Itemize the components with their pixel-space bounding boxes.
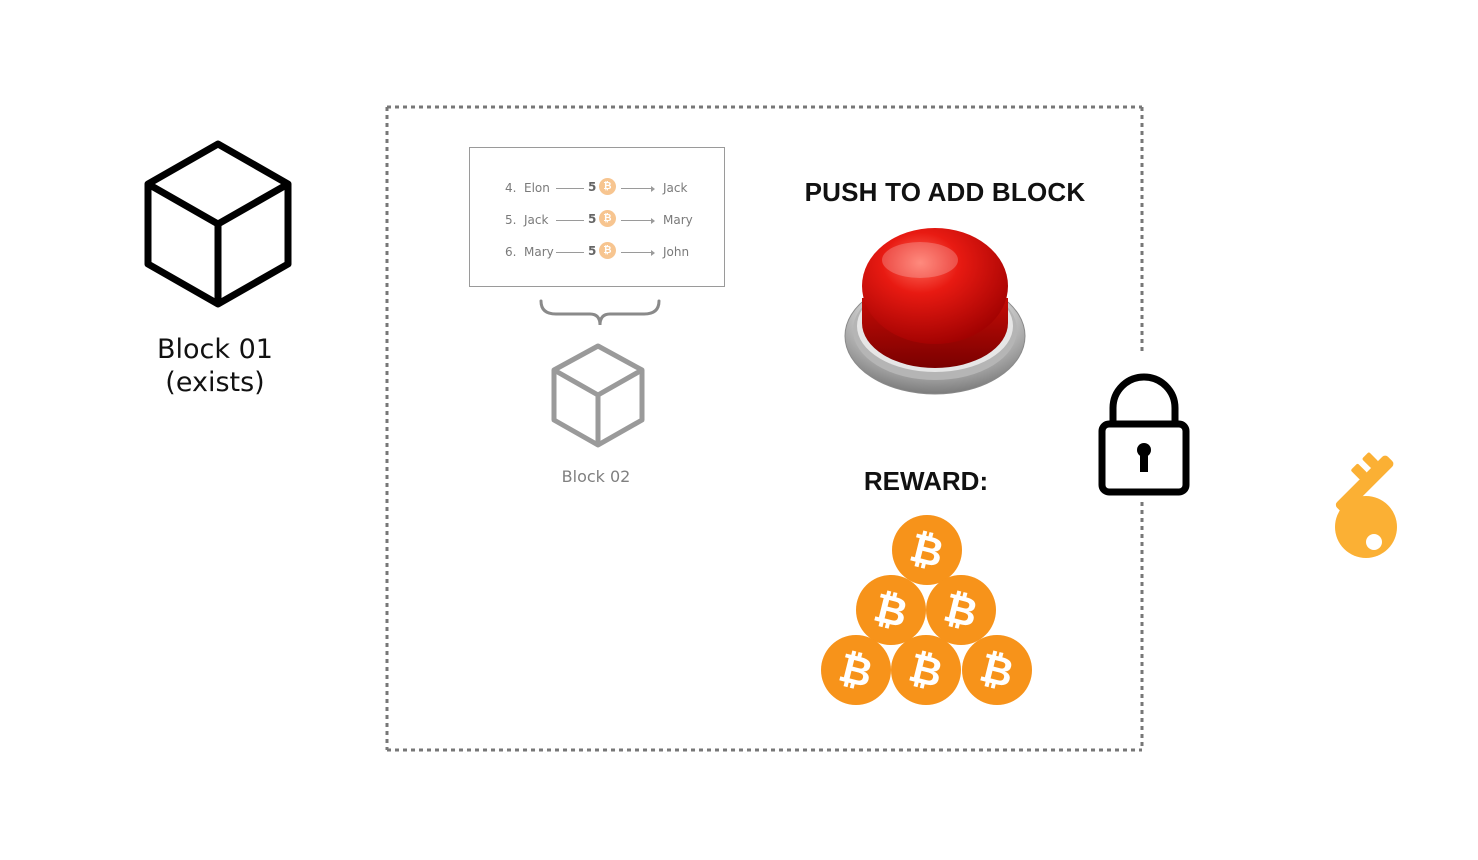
arrow-right-icon (651, 185, 655, 192)
tx-line (621, 252, 651, 253)
tx-recipient: Jack (663, 181, 688, 195)
padlock-icon (1098, 373, 1190, 496)
block01-title: Block 01 (157, 334, 273, 365)
block02-cube-icon (551, 343, 645, 448)
red-push-button-icon[interactable] (840, 218, 1030, 400)
key-icon[interactable] (1280, 445, 1404, 569)
transaction-row: 4. Elon 5 ₿ Jack (470, 177, 726, 201)
tx-amount: 5 (588, 212, 597, 226)
bitcoin-coin-icon: ₿ (599, 242, 616, 259)
block01-cube-icon (144, 140, 292, 308)
tx-line (621, 220, 651, 221)
tx-line (621, 188, 651, 189)
tx-line (556, 220, 584, 221)
bitcoin-reward-pile: ₿ (821, 515, 1032, 705)
tx-sender: Jack (524, 213, 549, 227)
tx-amount: 5 (588, 180, 597, 194)
tx-sender: Mary (524, 245, 554, 259)
tx-line (556, 188, 584, 189)
tx-sender: Elon (524, 181, 550, 195)
bitcoin-coin-icon: ₿ (599, 178, 616, 195)
bitcoin-coin-icon (926, 575, 996, 645)
bitcoin-coin-icon: ₿ (599, 210, 616, 227)
tx-recipient: Mary (663, 213, 693, 227)
curly-brace-icon (539, 299, 661, 326)
bitcoin-coin-icon (962, 635, 1032, 705)
tx-number: 4. (505, 181, 517, 195)
tx-number: 6. (505, 245, 517, 259)
tx-recipient: John (663, 245, 690, 259)
reward-title: REWARD: (863, 466, 989, 496)
mining-frame (385, 105, 1144, 752)
tx-number: 5. (505, 213, 517, 227)
block01-status: (exists) (165, 367, 265, 398)
tx-amount: 5 (588, 244, 597, 258)
push-title: PUSH TO ADD BLOCK (804, 177, 1086, 207)
transactions-box: 4. Elon 5 ₿ Jack 5. Jack 5 ₿ Mary 6. Mar… (469, 147, 725, 287)
transaction-row: 5. Jack 5 ₿ Mary (470, 209, 726, 233)
arrow-right-icon (651, 249, 655, 256)
arrow-right-icon (651, 217, 655, 224)
tx-line (556, 252, 584, 253)
bitcoin-coin-icon (892, 515, 962, 585)
transaction-row: 6. Mary 5 ₿ John (470, 241, 726, 265)
bitcoin-coin-icon (821, 635, 891, 705)
bitcoin-coin-icon (891, 635, 961, 705)
block01-label: Block 01 (exists) (100, 333, 330, 399)
block02-label: Block 02 (561, 467, 631, 486)
bitcoin-coin-icon (856, 575, 926, 645)
